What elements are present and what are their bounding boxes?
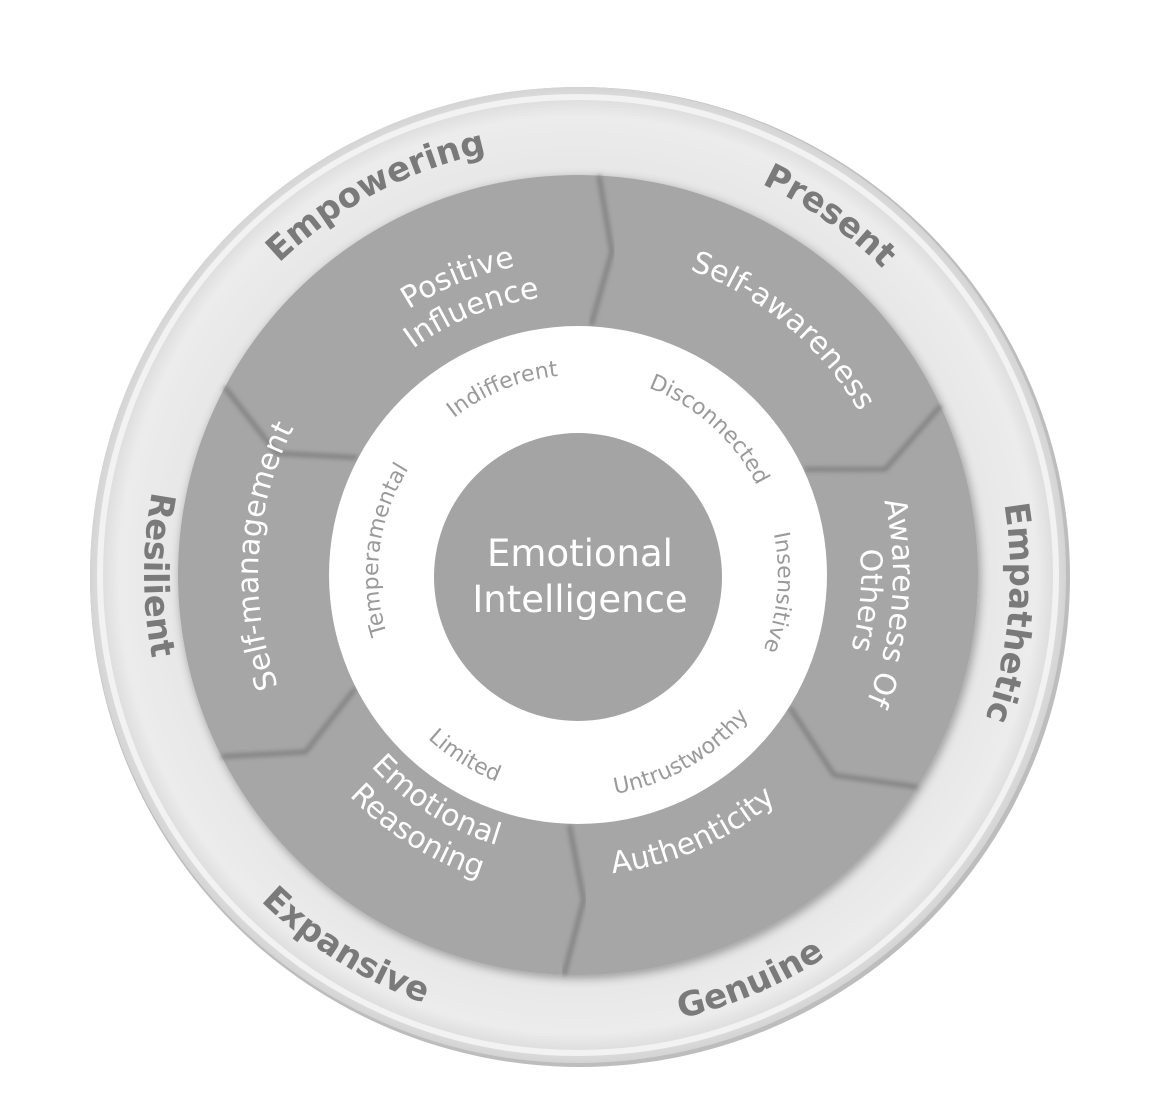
segment-seam — [223, 385, 358, 460]
segment-seam — [804, 404, 943, 472]
segment-seam — [589, 175, 615, 326]
segment-seams — [221, 175, 943, 976]
outer-label-resilient: Resilient — [135, 490, 183, 660]
center-circle — [434, 433, 722, 721]
center-title-line-1: Emotional — [487, 532, 673, 575]
segment-seam — [221, 687, 357, 759]
segment-seam — [562, 824, 586, 976]
center-title-line-2: Intelligence — [472, 578, 687, 621]
outer-rim-highlight — [97, 94, 1059, 1056]
segment-seam — [788, 706, 918, 789]
